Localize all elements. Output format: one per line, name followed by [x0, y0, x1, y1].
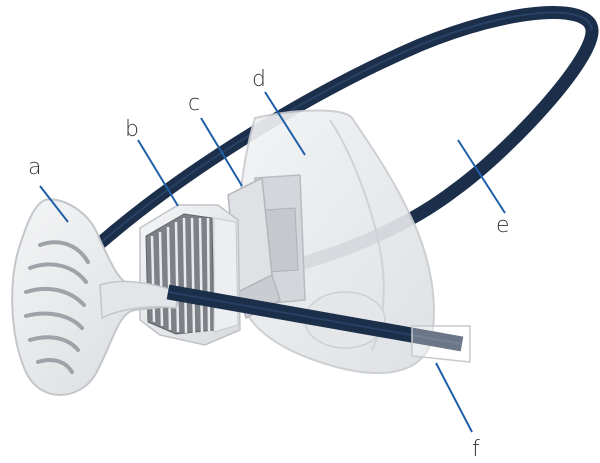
leader-line-f [435, 362, 473, 433]
label-c: c [188, 91, 200, 116]
label-f: f [472, 437, 480, 462]
label-e: e [496, 213, 510, 238]
leader-line-b [137, 139, 179, 207]
leader-line-d [264, 91, 306, 156]
label-b: b [125, 117, 139, 142]
label-d: d [252, 67, 266, 92]
leader-line-a [39, 185, 69, 223]
label-a: a [28, 155, 41, 180]
lower-strap [166, 284, 471, 363]
filter-cartridge [139, 204, 241, 346]
leader-line-c [200, 117, 243, 187]
leader-line-e [457, 139, 506, 214]
front-cover [11, 198, 180, 396]
